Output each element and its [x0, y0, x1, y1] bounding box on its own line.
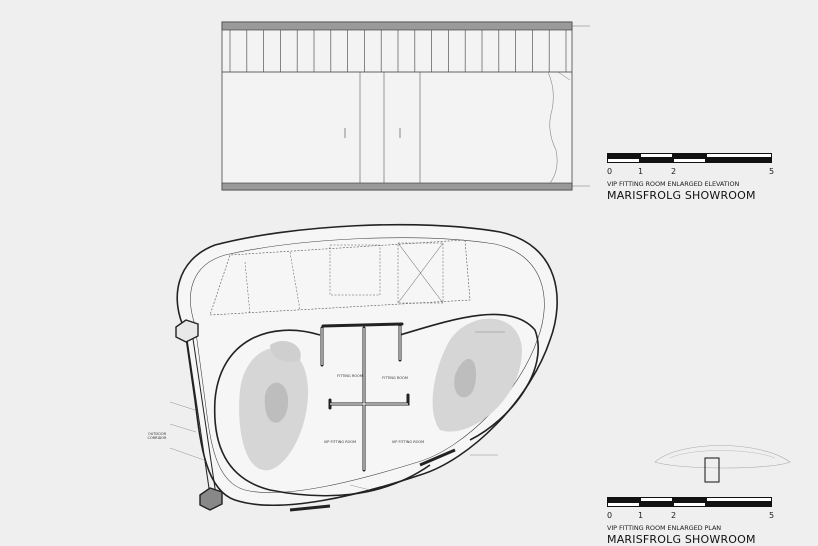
scale-tick: 5	[769, 167, 775, 176]
scale-tick: 1	[638, 167, 644, 176]
scale-tick: 1	[638, 511, 644, 520]
drawing-title: VIP FITTING ROOM ENLARGED ELEVATION	[607, 180, 740, 188]
elevation-title-block: 0 1 2 5 VIP FITTING ROOM ENLARGED ELEVAT…	[607, 153, 787, 202]
room-label-fitting-1: FITTING ROOM	[337, 374, 363, 378]
scale-bar	[607, 497, 772, 511]
scale-tick: 2	[671, 511, 677, 520]
scale-tick: 5	[769, 511, 775, 520]
scale-tick: 2	[671, 167, 677, 176]
scale-tick: 0	[607, 167, 613, 176]
project-name: MARISFROLG SHOWROOM	[607, 533, 756, 546]
room-label-corridor: OUTDOOR CORRIDOR	[147, 432, 167, 440]
drawing-title: VIP FITTING ROOM ENLARGED PLAN	[607, 524, 722, 532]
project-name: MARISFROLG SHOWROOM	[607, 189, 756, 202]
room-label-fitting-2: FITTING ROOM	[382, 376, 408, 380]
scale-bar	[607, 153, 772, 167]
scale-tick: 0	[607, 511, 613, 520]
room-label-vip-1: VIP FITTING ROOM	[323, 440, 357, 444]
elevation-drawing	[221, 21, 590, 191]
room-label-vip-2: VIP FITTING ROOM	[391, 440, 425, 444]
plan-drawing	[169, 223, 558, 512]
plan-title-block: 0 1 2 5 VIP FITTING ROOM ENLARGED PLAN M…	[607, 497, 787, 546]
key-plan	[654, 445, 791, 483]
